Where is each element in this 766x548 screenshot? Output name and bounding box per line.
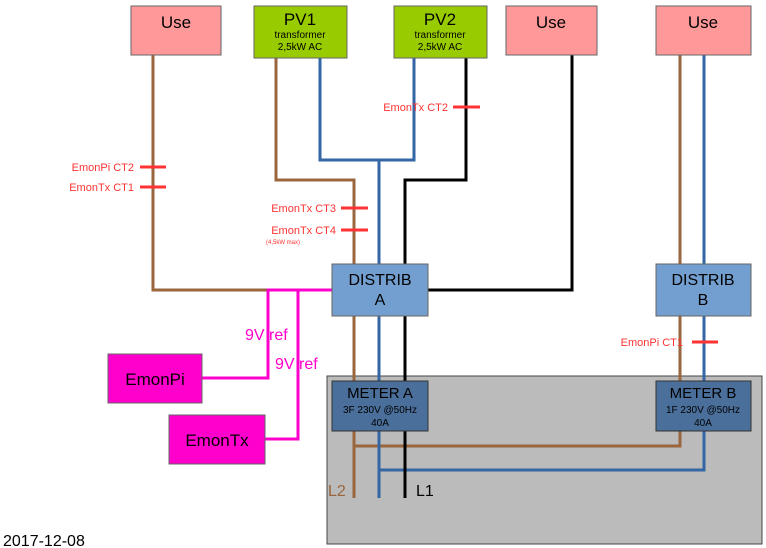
pv1-line2: 2,5kW AC [278, 42, 322, 53]
emontx-box: EmonTx [168, 414, 266, 465]
emontx-label: EmonTx [185, 431, 249, 450]
ref-label-1: 9V ref [245, 327, 288, 344]
pv1-box: PV1 transformer 2,5kW AC [253, 5, 348, 59]
pv2-title: PV2 [424, 10, 456, 29]
pv2-line1: transformer [414, 30, 466, 41]
ct-label-pi-ct1: EmonPi CT1 [621, 337, 683, 349]
use-box-1: Use [130, 5, 222, 56]
wire-ref2 [265, 288, 332, 441]
distrib-b-box: DISTRIB B [655, 263, 752, 317]
ct-label-tx-ct4-note: (4,5kW max) [266, 240, 300, 246]
wire-pv1-brown [274, 58, 356, 264]
date-label: 2017-12-08 [3, 533, 85, 548]
ct-label-pi-ct2: EmonPi CT2 [72, 162, 134, 174]
wire-out-blue [379, 431, 706, 472]
use-box-1-label: Use [161, 13, 191, 32]
wire-use2-black [428, 55, 574, 292]
use-box-3-label: Use [688, 13, 718, 32]
distrib-a-box: DISTRIB A [331, 263, 429, 317]
meter-b-line2: 40A [694, 418, 712, 429]
ref-label-2: 9V ref [275, 356, 318, 373]
distrib-b-line2: B [698, 292, 709, 309]
ct-label-tx-ct2: EmonTx CT2 [383, 102, 448, 114]
pv1-title: PV1 [284, 10, 316, 29]
distrib-b-line1: DISTRIB [671, 272, 734, 289]
meter-b-line1: 1F 230V @50Hz [666, 405, 740, 416]
pv2-box: PV2 transformer 2,5kW AC [393, 5, 488, 59]
meter-b-title: METER B [670, 385, 737, 402]
distrib-a-line2: A [375, 292, 386, 309]
distrib-a-line1: DISTRIB [348, 272, 411, 289]
ct-label-tx-ct3: EmonTx CT3 [271, 203, 336, 215]
use-box-2-label: Use [536, 13, 566, 32]
wire-pv-blue [318, 58, 416, 162]
emonpi-box: EmonPi [107, 353, 203, 404]
meter-a-line1: 3F 230V @50Hz [343, 405, 417, 416]
ct-label-tx-ct1: EmonTx CT1 [69, 182, 134, 194]
meter-a-box: METER A 3F 230V @50Hz 40A [331, 380, 429, 432]
ct-label-tx-ct4: EmonTx CT4 [271, 225, 336, 237]
use-box-2: Use [505, 5, 598, 56]
pv1-line1: transformer [274, 30, 326, 41]
meter-a-title: METER A [347, 385, 413, 402]
emonpi-label: EmonPi [125, 370, 185, 389]
meter-a-line2: 40A [371, 418, 389, 429]
use-box-3: Use [655, 5, 752, 56]
meter-b-box: METER B 1F 230V @50Hz 40A [655, 380, 752, 432]
phase-label-l1: L1 [416, 483, 434, 500]
pv2-line2: 2,5kW AC [418, 42, 462, 53]
phase-label-l2: L2 [328, 483, 346, 500]
wire-out-brown [354, 431, 682, 448]
wire-use1-brown [151, 55, 332, 292]
wire-pv2-black [403, 58, 468, 264]
